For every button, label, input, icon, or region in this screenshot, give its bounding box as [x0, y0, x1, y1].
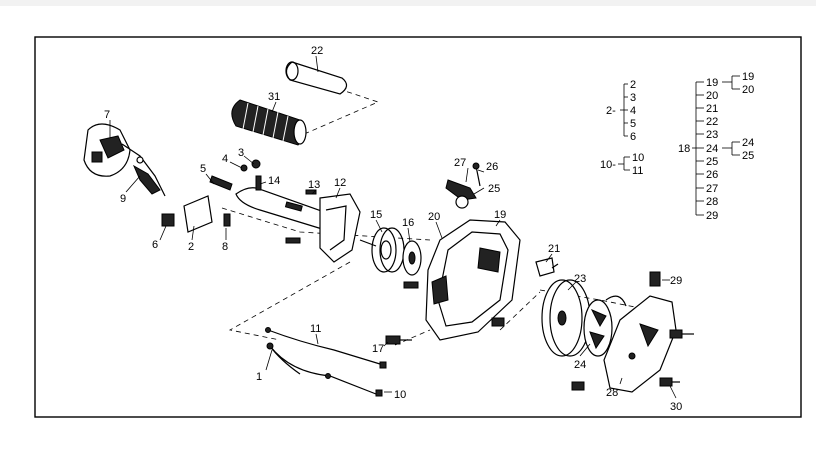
- callout-22: 22: [311, 45, 323, 57]
- legend-group-2: 2- 2 3 4 5 6: [606, 79, 636, 143]
- callout-9: 9: [120, 193, 126, 205]
- legend-2-parent: 2-: [606, 105, 616, 117]
- cover-plate-part: [603, 295, 677, 393]
- leader-lines: [109, 55, 677, 399]
- legend-2-item: 3: [630, 92, 636, 104]
- callout-14: 14: [268, 175, 280, 187]
- callout-20: 20: [428, 211, 440, 223]
- legend-18-item: 25: [706, 156, 718, 168]
- callout-3: 3: [238, 147, 244, 159]
- assembly-line: [394, 329, 431, 346]
- legend-18-item: 23: [706, 129, 718, 141]
- callout-10: 10: [394, 389, 406, 401]
- legend-2-item: 2: [630, 79, 636, 91]
- callout-27: 27: [454, 157, 466, 169]
- legend-18-item: 27: [706, 183, 718, 195]
- throttle-housing-part: [83, 123, 166, 197]
- callout-6: 6: [152, 239, 158, 251]
- legend-2-item: 5: [630, 118, 636, 130]
- assembly-line: [499, 291, 541, 331]
- legend-group-10: 10- 10 11: [600, 152, 644, 177]
- callout-15: 15: [370, 209, 382, 221]
- handle-frame-part: [235, 175, 361, 263]
- callout-21: 21: [548, 243, 560, 255]
- callout-labels: 22 31 7 9 5 4 3 6 2 8 14 13 12 15 16 20 …: [104, 45, 682, 413]
- screw-part: [571, 329, 694, 391]
- callout-2: 2: [188, 241, 194, 253]
- callout-28: 28: [606, 387, 618, 399]
- grip-sleeve-part: [231, 99, 307, 146]
- legend-10-item: 10: [632, 152, 644, 164]
- callout-31: 31: [268, 91, 280, 103]
- legend-18-item: 22: [706, 116, 718, 128]
- legend-18-sub-24: 25: [742, 150, 754, 162]
- disc-part: [402, 240, 422, 276]
- legend-18-ticks: [696, 81, 704, 216]
- scan-edge: [0, 0, 816, 6]
- legend-2-item: 4: [630, 105, 636, 117]
- callout-30: 30: [670, 401, 682, 413]
- callout-13: 13: [308, 179, 320, 191]
- assembly-line: [228, 261, 351, 341]
- callout-8: 8: [222, 241, 228, 253]
- impeller-part: [541, 279, 591, 357]
- legend-18-parent: 18: [678, 143, 690, 155]
- callout-26: 26: [486, 161, 498, 173]
- wire-harness-part: [265, 327, 387, 397]
- handle-grip-part: [285, 61, 348, 95]
- clip-part: [535, 257, 559, 277]
- legend-18-item: 21: [706, 103, 718, 115]
- legend-18-item: 26: [706, 169, 718, 181]
- legend-10-parent: 10-: [600, 159, 616, 171]
- fan-housing-part: [403, 219, 521, 341]
- legend-18-item: 29: [706, 210, 718, 222]
- screw-part: [385, 335, 412, 345]
- legend-18-item: 19: [706, 77, 718, 89]
- fan-part: [583, 295, 627, 357]
- callout-17: 17: [372, 343, 384, 355]
- callout-12: 12: [334, 177, 346, 189]
- legend-18-sub-19: 19: [742, 71, 754, 83]
- legend-18-item: 20: [706, 90, 718, 102]
- diagram-frame: [34, 36, 802, 418]
- callout-19: 19: [494, 209, 506, 221]
- callout-11: 11: [310, 323, 321, 335]
- callout-29: 29: [670, 275, 682, 287]
- callout-16: 16: [402, 217, 414, 229]
- callout-4: 4: [222, 153, 228, 165]
- nut-part: [649, 271, 661, 287]
- callout-24: 24: [574, 359, 586, 371]
- callout-1: 1: [256, 371, 262, 383]
- callout-23: 23: [574, 273, 586, 285]
- callout-7: 7: [104, 109, 110, 121]
- legend-group-18: 18 19 20 21 22 23 24 25 26 27 28 29: [678, 71, 754, 222]
- pulley-part: [359, 227, 405, 273]
- bracket-part: [161, 159, 261, 233]
- callout-5: 5: [200, 163, 206, 175]
- callout-25: 25: [488, 183, 500, 195]
- throttle-trigger-part: [132, 156, 161, 195]
- legend-2-item: 6: [630, 131, 636, 143]
- legend-18-item: 28: [706, 196, 718, 208]
- switch-assembly-part: [445, 162, 481, 209]
- legend-10-item: 11: [632, 165, 643, 177]
- legend-18-item: 24: [706, 143, 718, 155]
- legend-18-sub-24: 24: [742, 137, 754, 149]
- assembly-line: [221, 207, 431, 241]
- legend-18-sub-19: 20: [742, 84, 754, 96]
